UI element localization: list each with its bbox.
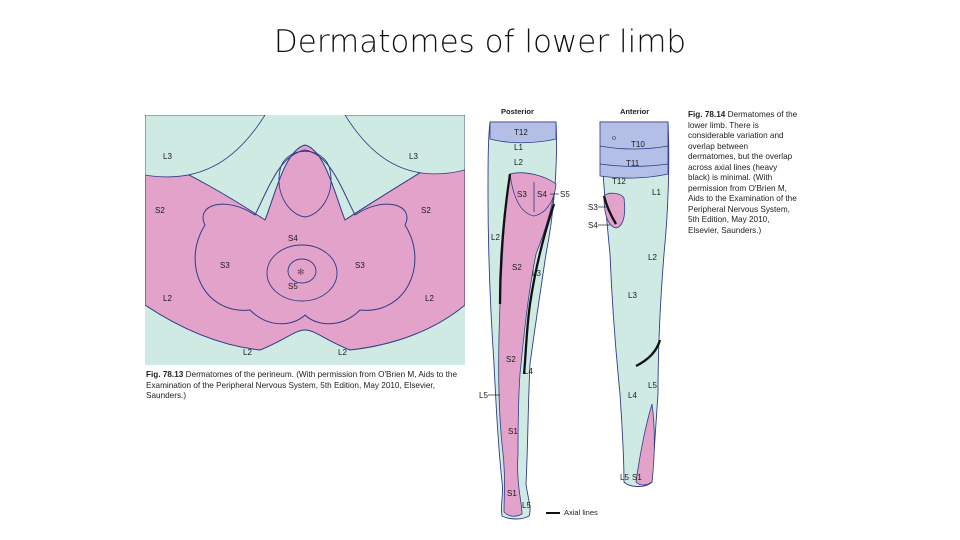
label-s3-right: S3 [355,261,365,270]
posterior-label-l2-top: L2 [514,158,523,167]
label-s3-left: S3 [220,261,230,270]
l3-left-region [145,115,266,178]
anterior-label-l4: L4 [628,391,637,400]
anterior-label-l1: L1 [652,188,661,197]
fig13-caption: Fig. 78.13 Dermatomes of the perineum. (… [146,370,464,402]
anterior-t11-boundary [599,145,669,150]
axial-lines-legend-swatch [546,512,560,514]
anterior-label-s1-foot: S1 [632,473,642,482]
posterior-label-s1-lower: S1 [507,489,517,498]
anterior-label-s3: S3 [588,203,598,212]
fig14-caption-number: Fig. 78.14 [688,110,726,119]
anterior-label-t11: T11 [626,159,640,168]
region-s5 [287,258,317,284]
fig13-caption-text: Dermatomes of the perineum. (With permis… [146,370,457,400]
anterior-title: Anterior [620,107,649,116]
posterior-label-s5: S5 [560,190,570,199]
label-l3-right: L3 [409,152,418,161]
genital-outline [278,150,332,218]
anterior-label-l5-side: L5 [648,381,657,390]
posterior-label-l4: L4 [524,367,533,376]
posterior-label-l5-side: L5 [479,391,488,400]
label-l3-left: L3 [163,152,172,161]
anterior-s1-strip [635,403,655,486]
anterior-label-s4: S4 [588,221,598,230]
label-l2-bottom-right: L2 [338,348,347,357]
posterior-label-s2-lower: S2 [506,355,516,364]
fig13-caption-number: Fig. 78.13 [146,370,184,379]
region-s3-outline [194,149,416,325]
posterior-label-l3: L3 [532,269,541,278]
slide-title: Dermatomes of lower limb [273,24,687,60]
posterior-label-s2-upper: S2 [512,263,522,272]
umbilicus-mark [612,136,616,140]
label-s2-right: S2 [421,206,431,215]
label-l2-right: L2 [425,294,434,303]
posterior-label-s1-upper: S1 [508,427,518,436]
posterior-title: Posterior [501,107,534,116]
anterior-axial-line-1 [602,195,617,225]
label-l2-bottom-left: L2 [243,348,252,357]
anterior-label-t10: T10 [631,140,645,149]
label-s5: S5 [288,282,298,291]
posterior-label-l5-foot: L5 [522,501,531,510]
anterior-leg-diagram: Anterior T10 T11 T12 L1 S3 S4 L2 L3 L5 L… [586,104,686,490]
anus-mark: ✻ [297,267,305,277]
posterior-s3-s4-region [509,172,557,217]
anterior-label-l3: L3 [628,291,637,300]
anterior-label-l2: L2 [648,253,657,262]
posterior-axial-line-2 [522,203,556,375]
posterior-s-strip [498,173,557,517]
fig14-caption: Fig. 78.14 Dermatomes of the lower limb.… [688,110,798,236]
anterior-axial-line-2 [635,339,662,368]
posterior-leg-diagram: Posterior T12 L1 L2 S3 S4 S5 L2 S2 L3 S2… [474,104,584,522]
posterior-label-l1: L1 [514,143,523,152]
posterior-label-t12: T12 [514,128,528,137]
anterior-t10-t12-region [599,121,669,179]
label-s4: S4 [288,234,298,243]
fig14-caption-text: Dermatomes of the lower limb. There is c… [688,110,798,235]
l3-right-region [344,115,465,175]
label-s2-left: S2 [155,206,165,215]
posterior-label-s3: S3 [517,190,527,199]
anterior-t12-boundary [599,163,669,167]
region-s4 [266,244,338,302]
posterior-label-s4: S4 [537,190,547,199]
posterior-axial-line-1 [498,173,512,305]
label-l2-left: L2 [163,294,172,303]
anterior-s3-s4-region [603,192,626,229]
perineum-diagram: ✻ L3 L3 S2 S2 S4 S3 S3 S5 L2 L2 L2 L2 [145,115,465,365]
axial-lines-legend-label: Axial lines [564,508,598,517]
posterior-label-l2-mid: L2 [491,233,500,242]
anterior-label-l5-foot: L5 [620,473,629,482]
posterior-t12-region [489,121,557,144]
anterior-label-t12: T12 [612,177,626,186]
